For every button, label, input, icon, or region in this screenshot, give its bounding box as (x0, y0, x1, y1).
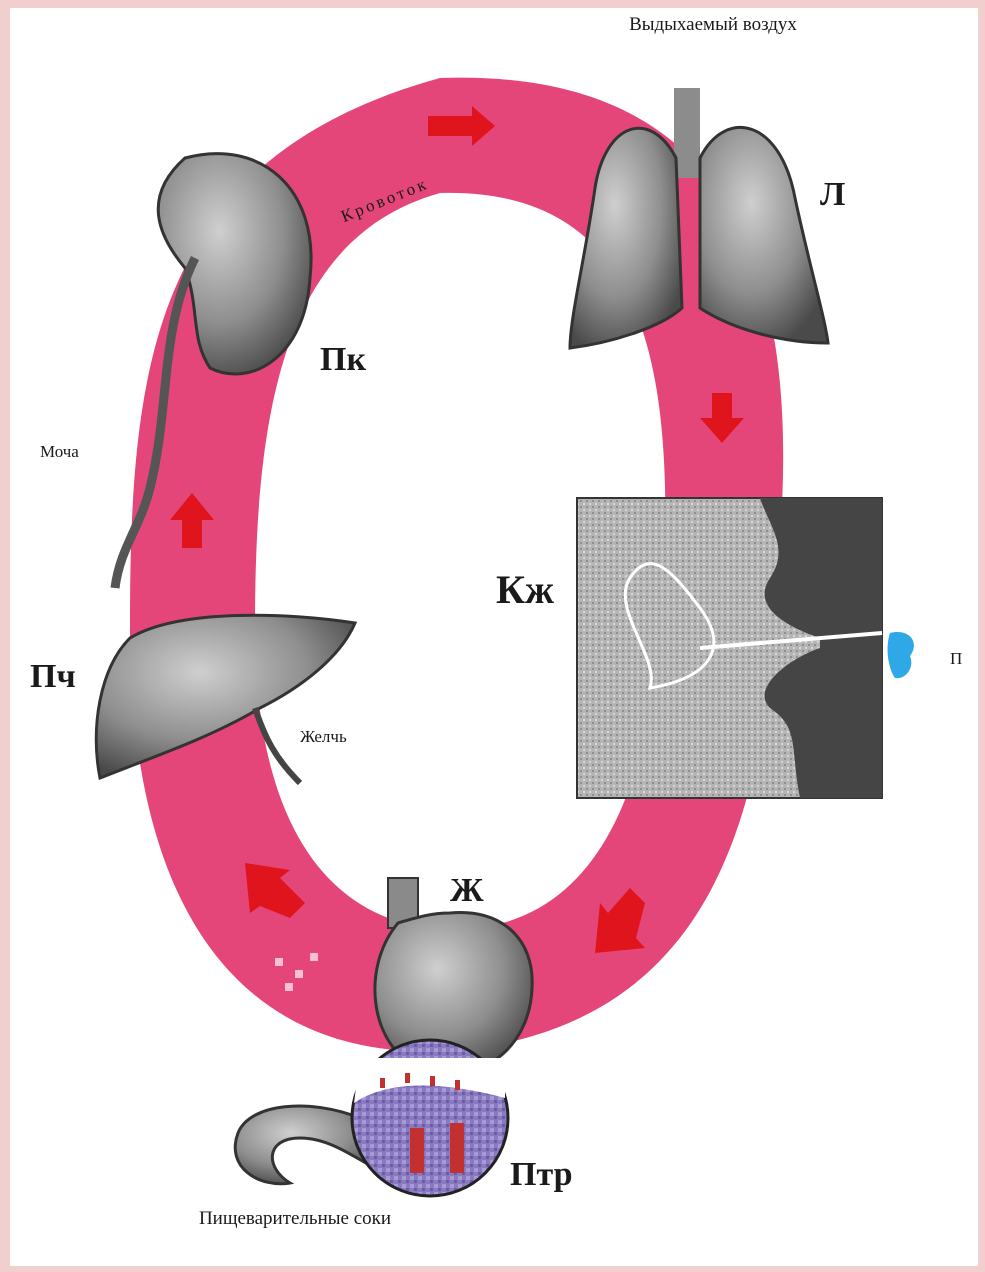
exhaled-air-label: Выдыхаемый воздух (608, 14, 818, 36)
kidney-label: Пк (320, 343, 366, 377)
digestive-juices-label: Пищеварительные соки (160, 1208, 430, 1230)
sweat-label: П (950, 650, 962, 667)
urine-label: Моча (40, 443, 79, 460)
intestine-label: Птр (510, 1158, 572, 1192)
lungs-label: Л (820, 178, 845, 212)
skin-section-icon (577, 498, 914, 798)
sweat-drop-icon (888, 632, 914, 678)
intestine-icon (235, 1040, 508, 1196)
liver-label: Пч (30, 660, 76, 694)
stomach-label: Ж (450, 874, 484, 908)
skin-label: Кж (496, 570, 554, 610)
diagram-canvas: Выдыхаемый воздух Л Кровоток Пк Моча Кж … (10, 8, 978, 1266)
bile-label: Желчь (300, 728, 347, 745)
